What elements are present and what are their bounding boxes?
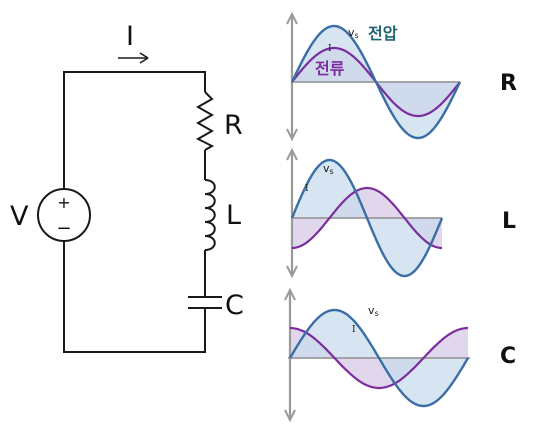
voltage-source-symbol [37,188,91,242]
graph-r-voltage-label: vs [348,26,359,40]
graph-l-current-curve [292,186,442,250]
graph-r-voltage-word: 전압 [368,24,398,43]
graph-r-current-word: 전류 [315,59,345,78]
wire-top [63,71,206,235]
inductor-symbol [204,179,216,251]
current-label: I [126,21,134,52]
minus-sign: − [56,218,71,239]
graph-c-voltage-curve [288,308,470,408]
graph-l-voltage-curve [290,158,444,278]
plus-sign: + [57,193,70,212]
graph-l-v-axis-top-arrow [286,147,298,161]
graph-r-v-axis-top-arrow [286,11,298,25]
resistor-symbol [195,91,215,151]
graph-l-v-axis-bottom-arrow [286,265,298,279]
graph-l-current-label: I [305,184,309,194]
side-label-r: R [500,71,517,96]
graph-c-voltage-label: vs [368,304,379,318]
side-label-l: L [502,209,516,234]
graph-c-current-label: I [352,325,356,335]
graph-c-v-axis-bottom-arrow [284,409,296,423]
circuit: + − I V R L C [10,21,244,353]
wire-left-bottom [63,235,206,353]
graph-r-voltage-curve [290,24,462,140]
graph-c: vs I [284,287,470,423]
graph-c-current-curve [290,326,468,390]
inductor-label: L [226,200,241,231]
current-arrow-icon [139,52,149,64]
source-label: V [10,201,29,232]
graph-l: vs I [286,147,444,279]
graph-r-current-label: I [328,44,332,54]
graph-r-v-axis-bottom-arrow [286,128,298,142]
graph-r: vs I 전압 전류 [286,11,462,142]
graph-l-voltage-label: vs [323,162,334,176]
graph-c-v-axis-top-arrow [284,287,296,301]
side-label-c: C [500,344,516,369]
resistor-label: R [224,110,243,141]
capacitor-label: C [225,290,244,321]
